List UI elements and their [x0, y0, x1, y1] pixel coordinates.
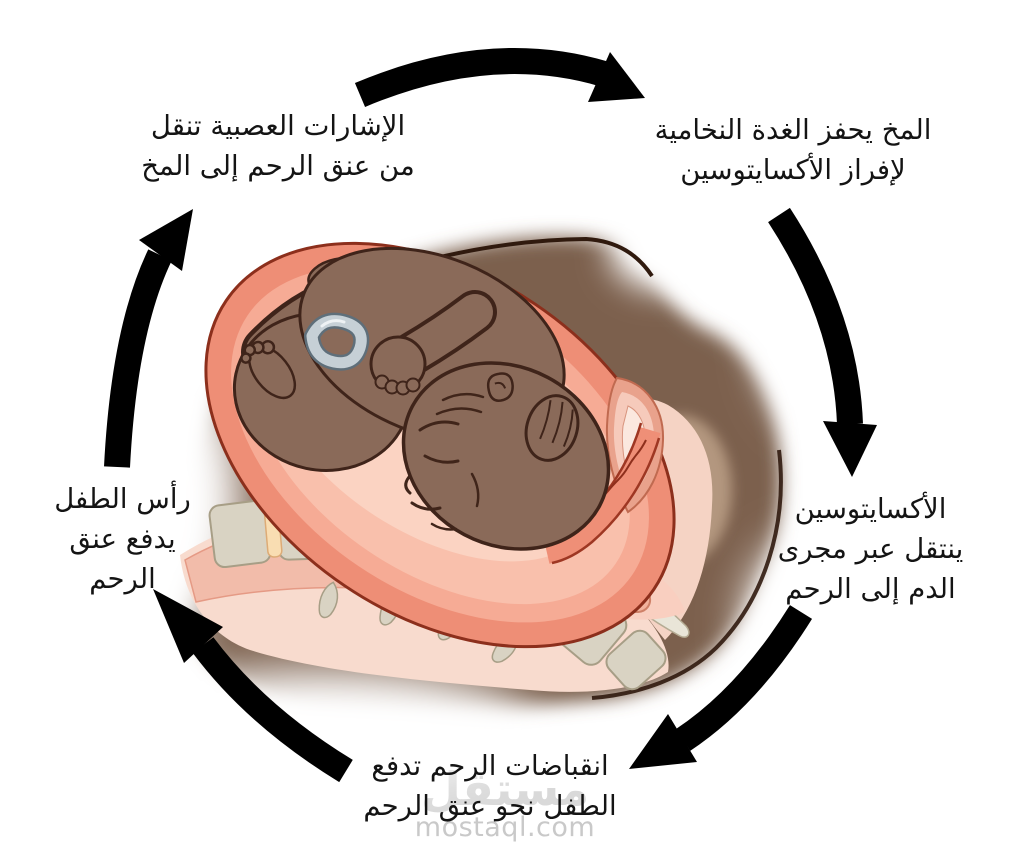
label-oxytocin-travels-blood: الأكسايتوسين ينتقل عبر مجرى الدم إلى الر…	[768, 489, 973, 609]
label-head-pushes-cervix: رأس الطفل يدفع عنق الرحم	[30, 479, 215, 599]
fetus-hand	[524, 394, 580, 462]
label-line: المخ يحفز الغدة النخامية	[654, 114, 932, 146]
cycle-arrows	[104, 48, 877, 783]
fade-top-notch	[610, 210, 714, 290]
fetus-foot-lower	[240, 340, 297, 400]
watermark-arabic: مستقل	[420, 762, 590, 816]
fetus-ear	[486, 372, 514, 402]
label-nerve-signals-to-brain: الإشارات العصبية تنقل من عنق الرحم إلى ا…	[93, 106, 463, 186]
label-line: انقباضات الرحم تدفع	[371, 750, 609, 782]
birth-canal	[542, 376, 665, 565]
fetus-face	[404, 392, 485, 531]
skin-edge-bottom-right	[591, 449, 783, 700]
canal-mucosa-line	[595, 439, 647, 502]
label-line: من عنق الرحم إلى المخ	[141, 150, 415, 182]
label-brain-stimulates-pituitary: المخ يحفز الغدة النخامية لإفراز الأكسايت…	[608, 110, 978, 190]
label-line: الدم إلى الرحم	[785, 573, 956, 605]
cycle-arrow-bottom-left	[153, 589, 353, 783]
label-line: الأكسايتوسين	[794, 493, 947, 525]
cycle-arrow-left	[104, 209, 193, 468]
label-line: يدفع عنق	[69, 523, 176, 555]
label-line: الرحم	[89, 563, 156, 595]
fetus-fist	[369, 335, 427, 396]
cycle-arrow-bottom-right	[629, 605, 813, 769]
label-line: الإشارات العصبية تنقل	[150, 110, 406, 142]
label-line: رأس الطفل	[54, 483, 191, 515]
watermark-latin: mostaql.com	[414, 812, 596, 843]
umbilical-cord	[304, 312, 370, 371]
label-line: الطفل نحو عنق الرحم	[363, 790, 617, 822]
label-line: لإفراز الأكسايتوسين	[680, 154, 906, 186]
cycle-arrow-right	[768, 207, 877, 477]
label-line: ينتقل عبر مجرى	[777, 533, 964, 565]
canal-band	[544, 426, 661, 564]
fade-bottom	[105, 671, 535, 781]
cycle-arrow-top	[354, 48, 645, 107]
fetus	[232, 246, 611, 551]
canal-edge-outer	[551, 437, 661, 565]
label-contractions-push-baby: انقباضات الرحم تدفع الطفل نحو عنق الرحم	[305, 746, 675, 826]
